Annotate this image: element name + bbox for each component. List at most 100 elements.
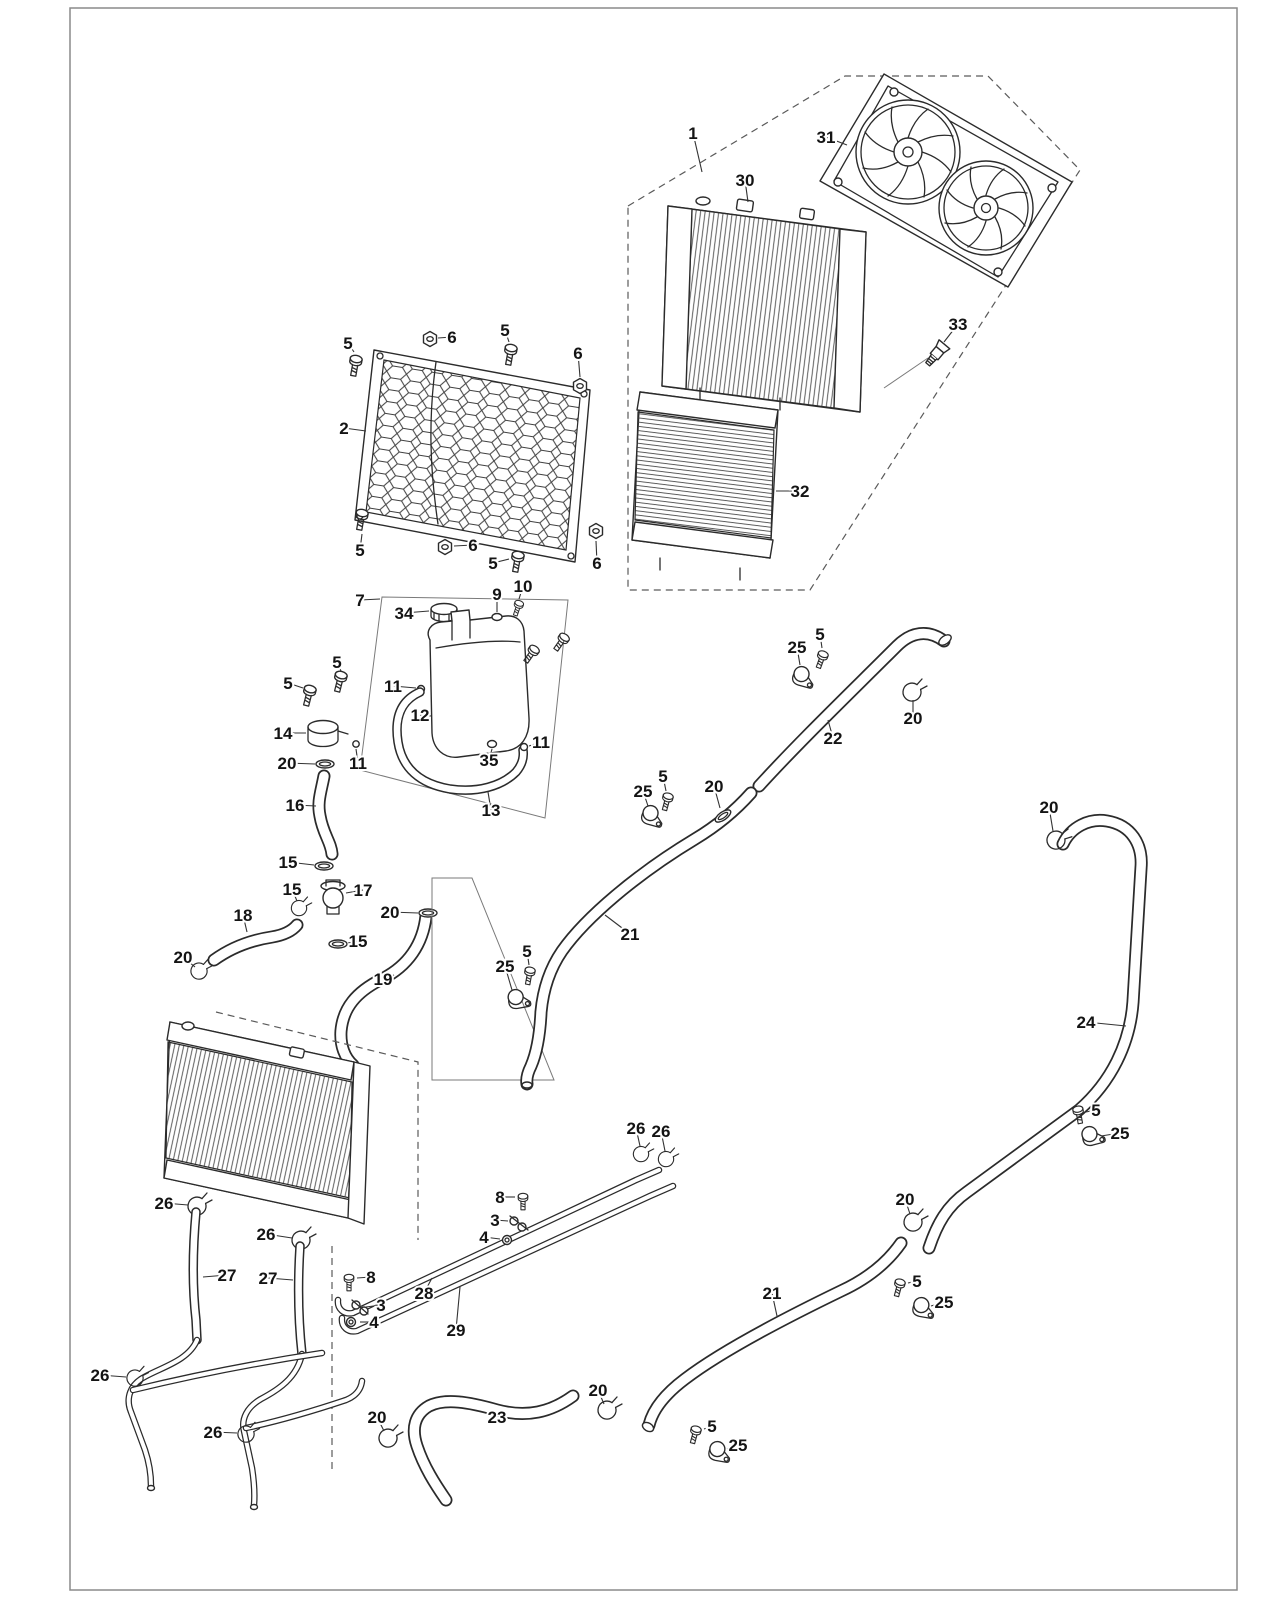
leader-line-25: [642, 790, 649, 807]
leader-line-5: [526, 950, 530, 966]
leader-line-26: [265, 1233, 293, 1239]
pipe-21-lower-outline: [642, 1236, 908, 1432]
callout-15: 15: [283, 880, 302, 899]
callout-22: 22: [824, 729, 843, 748]
leader-line-5: [336, 661, 342, 672]
callout-6: 6: [573, 344, 582, 363]
leader-line-5: [287, 682, 304, 689]
callout-5: 5: [707, 1417, 716, 1436]
leader-line-29: [455, 1286, 461, 1331]
callout-3: 3: [376, 1296, 385, 1315]
filler-neck: [695, 196, 711, 206]
leader-line-2: [343, 427, 367, 432]
oring-20-icon: [418, 908, 438, 918]
leader-line-27: [267, 1277, 294, 1281]
hose-23: [409, 1391, 578, 1505]
leader-line-5: [359, 533, 363, 551]
pipe-22: [754, 628, 949, 791]
cooling-fan-left: [855, 99, 961, 205]
cross-pipe: [244, 1379, 364, 1430]
callout-29: 29: [447, 1321, 466, 1340]
leader-line-7: [359, 598, 381, 601]
callout-3: 3: [490, 1211, 499, 1230]
leader-line-5: [819, 633, 823, 649]
leader-line-25: [1100, 1132, 1121, 1137]
leader-line-25: [504, 965, 513, 991]
bleed-fitting-11: [352, 740, 360, 748]
leader-line-25: [726, 1444, 739, 1450]
thermostat-group: [190, 669, 438, 1072]
leader-line-20: [713, 785, 721, 809]
drain-pipes: [125, 1336, 366, 1511]
cross-pipe: [131, 1351, 324, 1392]
leader-line-5: [492, 558, 510, 564]
bolt-icon: [501, 342, 519, 367]
leader-line-3: [494, 1219, 509, 1222]
bolt-icon: [812, 648, 830, 671]
leader-line-6: [595, 540, 598, 564]
bolt-icon: [550, 630, 572, 654]
leader-line-11: [528, 741, 542, 747]
clamp-26-icon: [632, 1142, 655, 1163]
callout-5: 5: [355, 541, 364, 560]
bolt-icon: [330, 669, 349, 694]
leader-line-20: [904, 1198, 911, 1215]
pipe-27-extension: [241, 1352, 304, 1507]
oring-20-icon: [315, 759, 335, 769]
callout-20: 20: [368, 1408, 387, 1427]
callout-13: 13: [482, 801, 501, 820]
leader-line-28: [423, 1277, 433, 1294]
callout-20: 20: [1040, 798, 1059, 817]
leader-line-26: [99, 1374, 127, 1378]
mount-bracket-30: [735, 198, 755, 213]
callout-7: 7: [355, 591, 364, 610]
nut-icon: [588, 522, 604, 540]
sub-radiator: [163, 1021, 371, 1225]
callout-27: 27: [259, 1269, 278, 1288]
callout-32: 32: [791, 482, 810, 501]
callout-21: 21: [763, 1284, 782, 1303]
leader-line-18: [242, 914, 248, 933]
leader-line-27: [202, 1274, 228, 1278]
callout-24: 24: [1077, 1013, 1096, 1032]
reservoir-group: [359, 596, 572, 819]
leader-line-10: [518, 585, 524, 600]
callout-28: 28: [415, 1284, 434, 1303]
leader-line-1: [692, 132, 703, 173]
pipe-21-upper: [522, 788, 756, 1089]
hose-19: [336, 911, 431, 1070]
oring-15-icon: [328, 939, 348, 949]
callout-26: 26: [652, 1122, 671, 1141]
pclamp-25-icon: [639, 803, 667, 829]
twin-pipes-28-29: [334, 1166, 677, 1335]
callout-27: 27: [218, 1266, 237, 1285]
callout-5: 5: [522, 942, 531, 961]
pipe-21-upper-group: [506, 786, 758, 1091]
hose-18: [209, 920, 302, 965]
clamp-15-icon: [290, 896, 313, 917]
pclamp-25-icon: [1079, 1122, 1107, 1148]
leader-line-13: [487, 791, 492, 811]
bolt-icon: [686, 1424, 703, 1446]
bolt-icon: [508, 549, 526, 574]
callout-6: 6: [592, 554, 601, 573]
callout-23: 23: [488, 1408, 507, 1427]
cross-pipe-outline: [242, 1377, 366, 1432]
pipe-29: [339, 1184, 675, 1334]
leader-line-34: [403, 610, 430, 614]
callout-35: 35: [480, 751, 499, 770]
temp-sensor: [925, 339, 951, 367]
callout-9: 9: [492, 585, 501, 604]
leader-line-26: [660, 1130, 666, 1152]
callout-20: 20: [278, 754, 297, 773]
leader-line-5: [907, 1280, 918, 1284]
clamp-20-icon: [597, 1396, 623, 1420]
pipe-21-lower: [644, 1238, 906, 1430]
callout-11: 11: [349, 754, 367, 773]
bolt-icon: [522, 965, 537, 986]
leader-line-25: [930, 1301, 945, 1307]
callout-11: 11: [532, 733, 550, 752]
pipe-24-group: [903, 813, 1148, 1255]
leader-line-15: [347, 940, 359, 944]
cooling-fan-right: [938, 160, 1034, 256]
